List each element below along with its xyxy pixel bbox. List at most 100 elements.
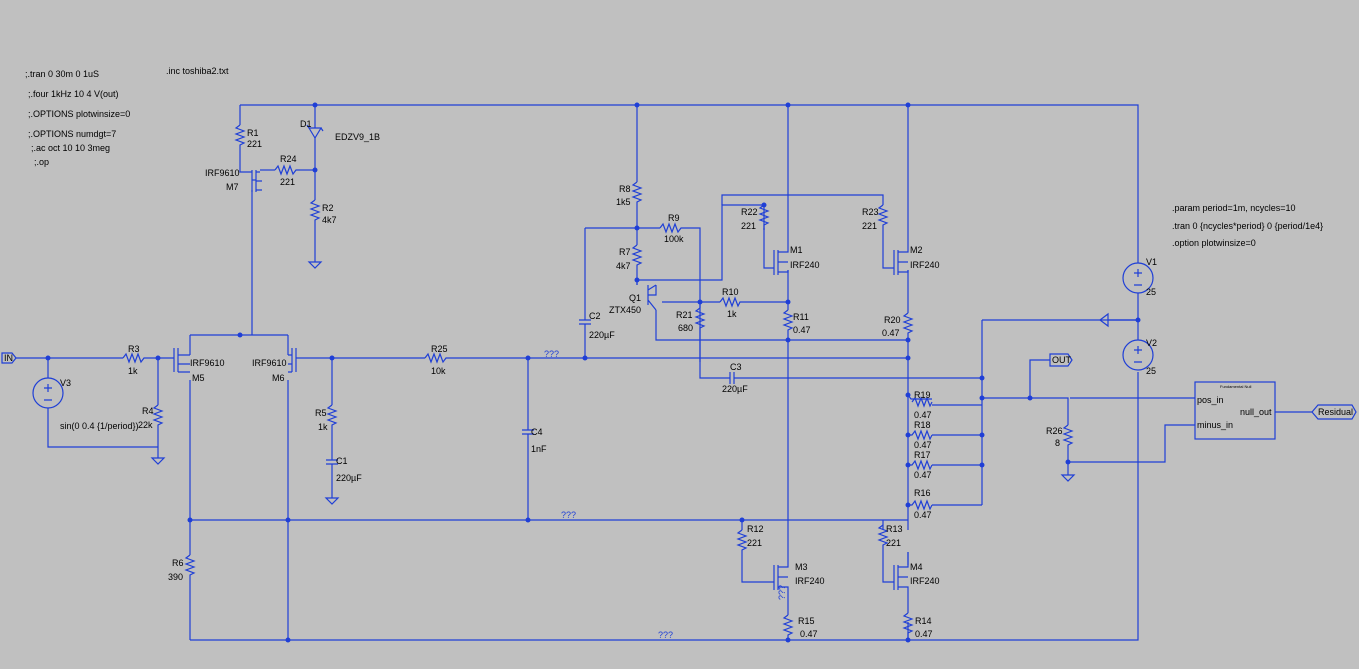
resistor-R13[interactable]: [877, 524, 889, 550]
directive-param: .param period=1m, ncycles=10: [1172, 203, 1296, 213]
nmos-M3[interactable]: [773, 540, 789, 590]
label-R4-name: R4: [142, 406, 154, 416]
label-C2-value: 220µF: [589, 330, 615, 340]
zener-diode-D1[interactable]: [306, 120, 324, 145]
voltage-source-V3[interactable]: [32, 377, 64, 409]
pmos-M5[interactable]: [170, 348, 190, 373]
label-R3-value: 1k: [128, 366, 138, 376]
resistor-R14[interactable]: [902, 612, 914, 640]
voltage-source-V2[interactable]: [1122, 339, 1154, 371]
capacitor-C3[interactable]: [729, 372, 740, 384]
label-V1-value: 25: [1146, 287, 1156, 297]
resistor-R23[interactable]: [877, 204, 889, 230]
pmos-M6[interactable]: [288, 348, 300, 373]
label-R20-value: 0.47: [882, 328, 900, 338]
resistor-R3[interactable]: [122, 352, 147, 364]
label-R20-name: R20: [884, 315, 901, 325]
label-R26-value: 8: [1055, 438, 1060, 448]
resistor-R9[interactable]: [659, 222, 685, 234]
null-block-pos: pos_in: [1197, 395, 1224, 405]
label-R18-name: R18: [914, 420, 931, 430]
resistor-R2[interactable]: [309, 199, 321, 228]
nmos-M2[interactable]: [893, 240, 909, 275]
resistor-R21[interactable]: [694, 307, 706, 334]
resistor-R16[interactable]: [908, 499, 933, 511]
label-R9-name: R9: [668, 213, 680, 223]
label-V3-value: sin(0 0.4 {1/period}): [60, 421, 139, 431]
label-R17-value: 0.47: [914, 470, 932, 480]
label-M2-name: M2: [910, 245, 923, 255]
wires: [16, 104, 1312, 641]
port-out[interactable]: OUT: [1049, 353, 1073, 367]
net-label-unknown: ???: [777, 585, 787, 600]
null-block-minus: minus_in: [1197, 420, 1233, 430]
label-R15-value: 0.47: [800, 629, 818, 639]
port-residual[interactable]: Residual: [1311, 404, 1357, 420]
capacitor-C1[interactable]: [326, 459, 338, 480]
label-R25-name: R25: [431, 344, 448, 354]
resistor-R8[interactable]: [631, 181, 643, 205]
null-block-out: null_out: [1240, 407, 1272, 417]
resistor-R5[interactable]: [326, 404, 338, 432]
directive-opt3: .option plotwinsize=0: [1172, 238, 1256, 248]
label-R23-value: 221: [862, 221, 877, 231]
label-R12-value: 221: [747, 538, 762, 548]
nmos-M1[interactable]: [773, 240, 789, 275]
npn-Q1[interactable]: [647, 284, 657, 311]
fundamental-null-block[interactable]: Fundamental Null pos_in minus_in null_ou…: [1194, 381, 1276, 440]
resistor-R4[interactable]: [152, 404, 164, 435]
resistor-R17[interactable]: [908, 459, 933, 471]
capacitor-C4[interactable]: [522, 429, 534, 452]
resistor-R22[interactable]: [758, 204, 770, 230]
label-R11-value: 0.47: [793, 325, 811, 335]
resistor-R26[interactable]: [1062, 424, 1074, 452]
label-R1-name: R1: [247, 128, 259, 138]
resistor-R7[interactable]: [631, 244, 643, 270]
label-R9-value: 100k: [664, 234, 684, 244]
capacitor-C2[interactable]: [579, 319, 591, 330]
resistor-R12[interactable]: [736, 529, 748, 552]
label-C4-value: 1nF: [531, 444, 547, 454]
label-R14-name: R14: [915, 616, 932, 626]
label-D1-name: D1: [300, 119, 312, 129]
net-label-unknown: ???: [561, 510, 576, 520]
directive-op: ;.op: [34, 157, 49, 167]
resistor-R25[interactable]: [424, 352, 450, 364]
resistor-R15[interactable]: [782, 614, 794, 640]
spice-directives: ;.tran 0 30m 0 1uS ;.four 1kHz 10 4 V(ou…: [25, 66, 1323, 248]
label-R1-value: 221: [247, 139, 262, 149]
label-R21-name: R21: [676, 310, 693, 320]
pmos-M7[interactable]: [251, 170, 262, 192]
label-M5-name: M5: [192, 373, 205, 383]
label-R22-value: 221: [741, 221, 756, 231]
label-R26-name: R26: [1046, 426, 1063, 436]
resistor-R10[interactable]: [719, 296, 742, 308]
resistor-R19[interactable]: [907, 394, 933, 408]
resistor-R18[interactable]: [908, 429, 933, 441]
label-R5-value: 1k: [318, 422, 328, 432]
label-R7-name: R7: [619, 247, 631, 257]
resistor-R6[interactable]: [184, 554, 196, 580]
label-R16-name: R16: [914, 488, 931, 498]
directive-four: ;.four 1kHz 10 4 V(out): [28, 89, 119, 99]
resistor-R11[interactable]: [782, 309, 794, 338]
label-R15-name: R15: [798, 616, 815, 626]
label-R13-value: 221: [886, 538, 901, 548]
junctions: [45, 102, 1141, 643]
port-in[interactable]: IN: [1, 352, 17, 364]
label-M1-value: IRF240: [790, 260, 820, 270]
label-R2-name: R2: [322, 203, 334, 213]
resistor-R1[interactable]: [234, 124, 246, 148]
label-V3-name: V3: [60, 378, 71, 388]
directive-inc: .inc toshiba2.txt: [166, 66, 229, 76]
nmos-M4[interactable]: [893, 552, 909, 590]
label-C1-name: C1: [336, 456, 348, 466]
label-Q1-name: Q1: [629, 293, 641, 303]
resistor-R20[interactable]: [902, 312, 914, 338]
label-C3-name: C3: [730, 362, 742, 372]
resistor-R24[interactable]: [274, 164, 300, 176]
voltage-source-V1[interactable]: [1122, 262, 1154, 320]
port-in-label: IN: [4, 353, 13, 363]
label-D1-value: EDZV9_1B: [335, 132, 380, 142]
